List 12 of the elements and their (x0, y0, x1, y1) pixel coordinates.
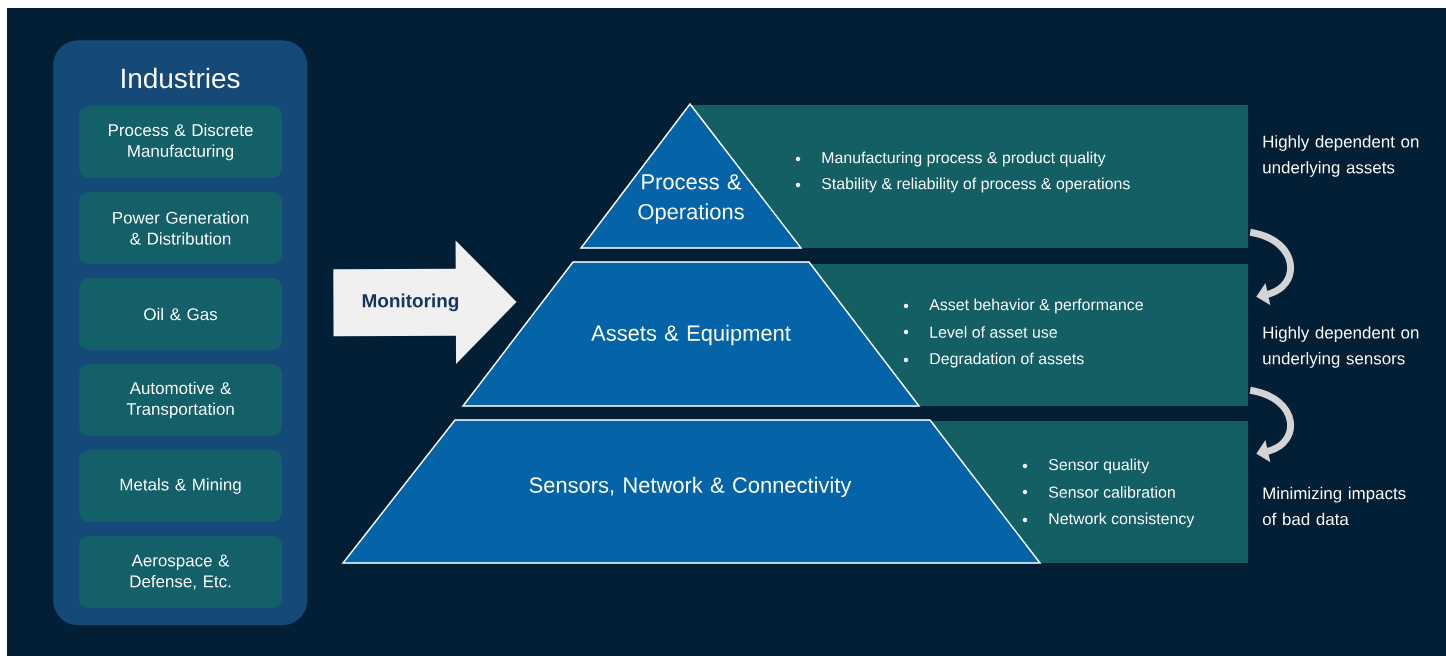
side-note: Highly dependent on underlying sensors (1263, 326, 1419, 368)
curved-arrow (1249, 386, 1294, 463)
industry-box: Oil & Gas (79, 278, 282, 350)
edge-label: Monitoring (362, 293, 459, 312)
industry-box: Process & Discrete Manufacturing (79, 106, 282, 178)
curved-arrow (1249, 228, 1294, 306)
industry-box: Aerospace & Defense, Etc. (79, 536, 282, 608)
industry-box: Metals & Mining (79, 450, 282, 522)
side-note: Minimizing impacts of bad data (1262, 486, 1406, 526)
industry-box: Automotive & Transportation (79, 364, 282, 436)
side-note: Highly dependent on underlying assets (1263, 135, 1419, 177)
industry-box: Power Generation & Distribution (79, 192, 282, 264)
